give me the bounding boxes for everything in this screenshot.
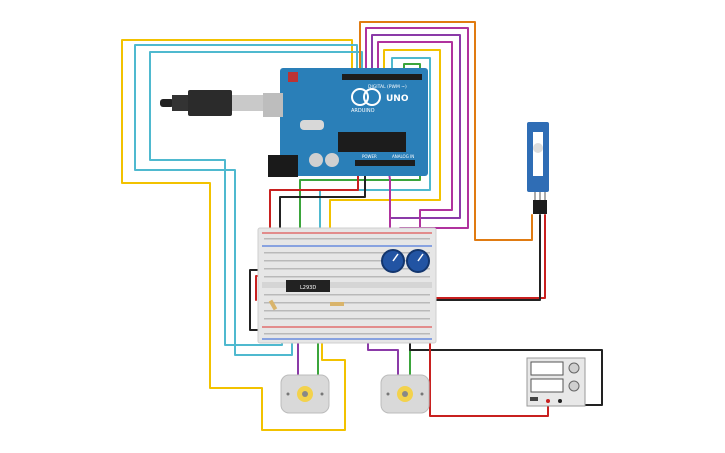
wire-black-gnd <box>279 169 366 239</box>
motor-driver-chip-icon: L293D <box>286 280 330 292</box>
arduino-digital-label: DIGITAL (PWM ~) <box>368 84 407 90</box>
wire-yellow-left-loop <box>121 39 353 431</box>
wire-red-bb-right <box>404 214 546 299</box>
wire-orange-top <box>359 21 533 241</box>
wire-black-servo <box>414 214 541 301</box>
breadboard-holes <box>264 238 430 335</box>
arduino-model: UNO <box>386 94 409 104</box>
resistor-icon <box>268 299 344 311</box>
wire-magenta-inner <box>377 41 453 245</box>
usb-plug-icon <box>160 90 266 116</box>
wire-cyan-left-outer <box>134 44 358 356</box>
chip-label: L293D <box>300 285 316 291</box>
wire-red-power <box>269 169 359 236</box>
power-supply-icon <box>526 357 586 407</box>
wire-cyan-top <box>319 57 431 253</box>
servo-motor-icon <box>527 122 549 214</box>
arduino-uno-icon: ARDUINO UNO DIGITAL (PWM ~) POWER ANALOG… <box>263 68 428 177</box>
dc-motor-icon <box>380 374 430 414</box>
wire-cyan-left-inner <box>149 51 363 346</box>
dc-motor-icon <box>280 374 330 414</box>
potentiometer-icon <box>381 249 430 273</box>
arduino-analog-label: ANALOG IN <box>392 154 414 159</box>
breadboard-icon <box>257 227 437 344</box>
arduino-power-label: POWER <box>362 154 377 159</box>
wire-yellow-top <box>329 49 441 253</box>
arduino-brand: ARDUINO <box>351 108 375 114</box>
